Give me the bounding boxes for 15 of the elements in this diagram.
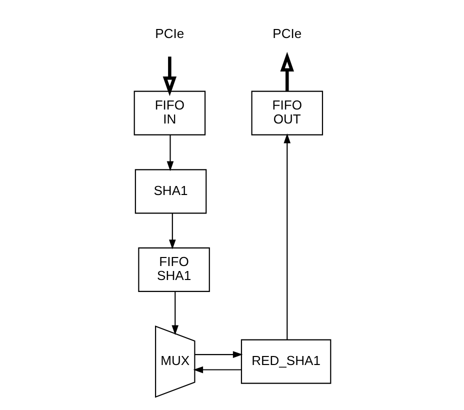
arrow — [168, 213, 176, 250]
arrow — [162, 56, 176, 96]
node-box: RED_SHA1 — [240, 339, 331, 384]
arrow — [192, 366, 241, 374]
arrow — [280, 52, 294, 92]
arrow — [194, 351, 242, 358]
node-box: SHA1 — [134, 169, 206, 214]
node-box: FIFO SHA1 — [138, 247, 210, 292]
arrow — [171, 292, 178, 336]
node-box: FIFO IN — [133, 90, 206, 136]
node-text: PCIe — [272, 26, 302, 42]
node-box: FIFO OUT — [250, 90, 323, 136]
node-text: PCIe — [154, 26, 184, 42]
arrow — [166, 134, 174, 172]
arrow — [283, 133, 290, 340]
